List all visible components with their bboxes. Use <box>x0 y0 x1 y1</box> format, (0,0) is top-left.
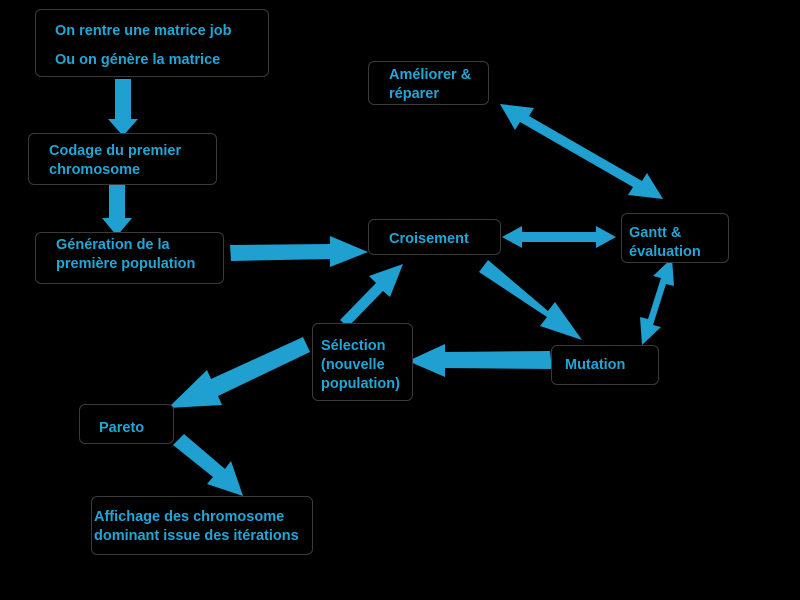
arrow-mutation-to-selection <box>408 344 552 377</box>
node-coding: Codage du premier chromosome <box>28 133 217 185</box>
node-generation: Génération de la première population <box>35 232 224 284</box>
arrow-input-to-coding <box>108 79 138 136</box>
node-gantt: Gantt & évaluation <box>621 213 729 263</box>
node-pareto: Pareto <box>79 404 174 444</box>
node-affichage: Affichage des chromosome dominant issue … <box>91 496 313 555</box>
arrow-selection-to-croisement <box>340 264 403 327</box>
arrow-croisement-to-mutation <box>479 260 582 340</box>
arrow-ameliorer-gantt <box>500 104 663 199</box>
node-generation-line2: première population <box>56 256 196 272</box>
node-input-line1: On rentre une matrice job <box>55 23 232 39</box>
node-mutation: Mutation <box>551 345 659 385</box>
node-input-line2: Ou on génère la matrice <box>55 52 221 68</box>
node-ameliorer-line2: réparer <box>389 86 439 102</box>
arrow-croisement-gantt <box>502 226 616 248</box>
node-ameliorer: Améliorer & réparer <box>368 61 489 105</box>
node-croisement: Croisement <box>368 219 501 255</box>
node-pareto-label: Pareto <box>99 420 145 436</box>
arrow-generation-to-croisement <box>230 236 368 267</box>
node-croisement-label: Croisement <box>389 231 469 247</box>
arrow-coding-to-generation <box>102 181 132 236</box>
node-selection-line1: Sélection <box>321 338 386 354</box>
node-selection: Sélection (nouvelle population) <box>312 323 413 401</box>
node-generation-line1: Génération de la <box>56 237 170 253</box>
arrow-pareto-to-affichage <box>173 434 243 496</box>
node-gantt-line2: évaluation <box>629 244 701 260</box>
node-coding-line1: Codage du premier <box>49 143 182 159</box>
node-coding-line2: chromosome <box>49 162 141 178</box>
node-mutation-label: Mutation <box>565 357 626 373</box>
node-selection-line3: population) <box>321 376 400 392</box>
node-ameliorer-line1: Améliorer & <box>389 67 472 83</box>
node-affichage-line1: Affichage des chromosome <box>94 509 285 525</box>
node-affichage-line2: dominant issue des itérations <box>94 528 299 544</box>
node-gantt-line1: Gantt & <box>629 225 682 241</box>
arrow-gantt-mutation <box>640 258 674 345</box>
node-input-matrix: On rentre une matrice job Ou on génère l… <box>35 9 269 77</box>
arrow-selection-to-pareto <box>168 337 310 408</box>
node-selection-line2: (nouvelle <box>321 357 385 373</box>
